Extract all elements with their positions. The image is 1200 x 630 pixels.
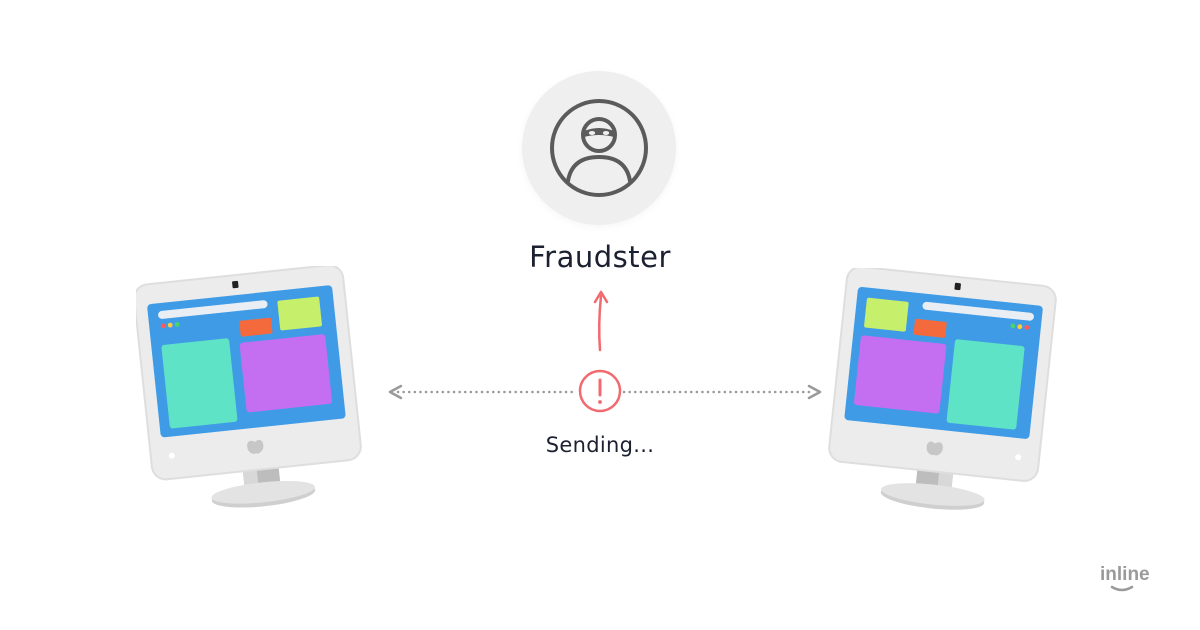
brand-logo: inline <box>1100 564 1150 592</box>
desktop-monitor-icon <box>828 268 1057 510</box>
exclamation-alert-icon <box>578 369 622 413</box>
arrow-up-icon <box>593 290 609 352</box>
chevron-left-icon <box>388 384 403 400</box>
brand-logo-text: inline <box>1100 564 1150 585</box>
sender-computer <box>136 266 362 508</box>
chevron-right-icon <box>807 384 822 400</box>
fraudster-label: Fraudster <box>529 240 671 274</box>
smile-mark-icon <box>1110 585 1134 592</box>
receiver-computer <box>828 268 1057 510</box>
desktop-monitor-icon <box>136 266 362 508</box>
masked-person-icon <box>550 99 648 197</box>
fraudster-avatar <box>522 71 676 225</box>
sending-status-label: Sending... <box>545 433 655 457</box>
